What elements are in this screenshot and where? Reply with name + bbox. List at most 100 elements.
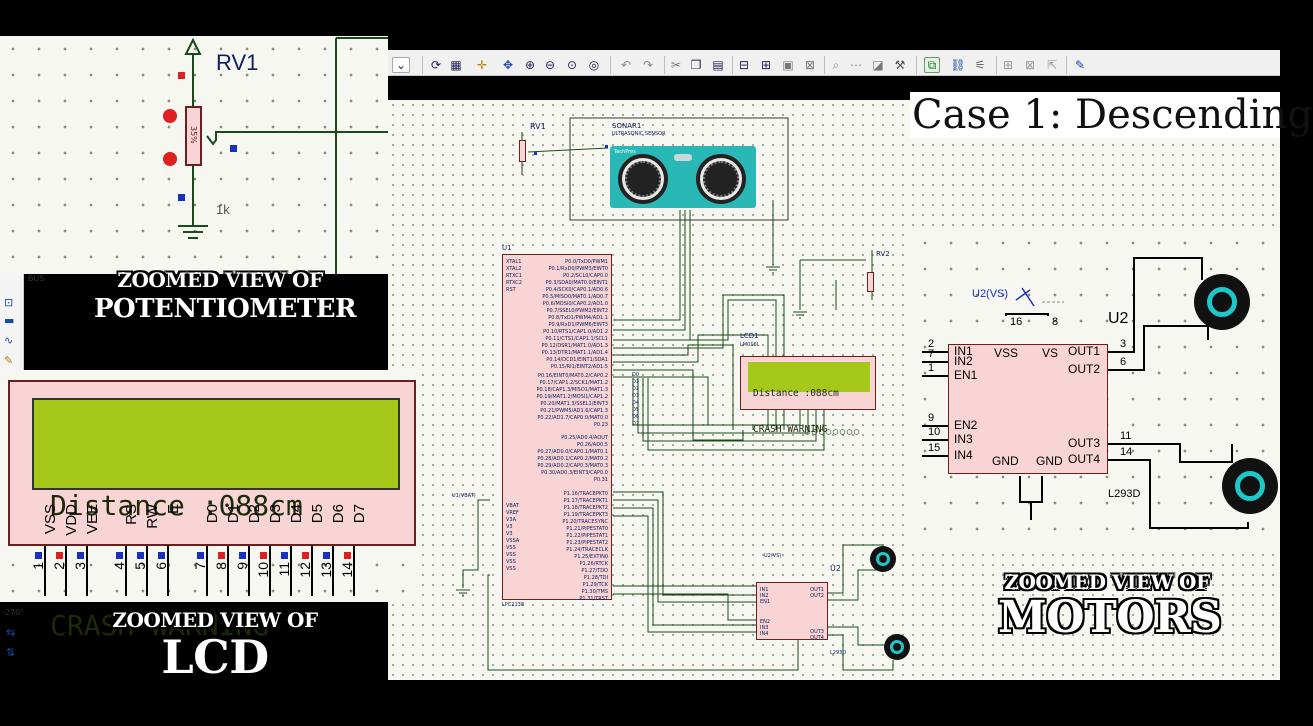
redo-icon[interactable]: ↷ xyxy=(642,58,654,72)
pin-label: P0.7/SSEL0/PWM2/EINT2 xyxy=(546,308,608,314)
zoom-in-icon[interactable]: ⊕ xyxy=(524,58,536,72)
zoom-all-icon[interactable]: ⊙ xyxy=(566,58,578,72)
pin-label: P1.31/TRST xyxy=(579,596,608,602)
u2-right-pin-name: OUT1 xyxy=(1068,344,1101,358)
origin-icon[interactable]: ✛ xyxy=(476,58,488,72)
pin-label: P1.27/TDO xyxy=(581,568,608,574)
lcd-pin-name: D1 xyxy=(225,504,242,524)
lcd-pin-name: E xyxy=(165,504,182,515)
rv1-component[interactable]: RV1 xyxy=(516,118,556,188)
pin-label: P0.19/MAT1.2/MOSI1/CAP1.2 xyxy=(536,394,608,400)
motor1-small-icon[interactable] xyxy=(870,546,896,572)
pin-label: RTXC1 xyxy=(506,273,522,279)
pot-body-text: 35% xyxy=(189,126,198,144)
pencil-icon[interactable]: ✎ xyxy=(4,354,14,367)
block-rotate-icon[interactable]: ▣ xyxy=(782,58,794,72)
make-device-icon[interactable]: ⋯ xyxy=(850,58,862,72)
zoom-area-icon[interactable]: ◎ xyxy=(588,58,600,72)
paste-icon[interactable]: ▤ xyxy=(712,58,724,72)
grid-icon[interactable]: ▦ xyxy=(450,58,462,72)
motors-caption-line2: MOTORS xyxy=(998,592,1222,643)
u2-right-pin-name: OUT3 xyxy=(1068,436,1101,450)
pin-label: P0.20/MAT1.3/SSEL1/EINT3 xyxy=(540,401,608,407)
pin-label: V3A xyxy=(506,517,517,523)
refresh-icon[interactable]: ⟳ xyxy=(430,58,442,72)
lcd-pin-terminal xyxy=(344,552,351,559)
block-move-icon[interactable]: ⊞ xyxy=(760,58,772,72)
graph-icon[interactable]: ∿ xyxy=(4,334,14,347)
lcd-pin-number: 9 xyxy=(234,562,250,570)
rv1-body xyxy=(519,140,526,162)
new-sheet-icon[interactable]: ⊞ xyxy=(1002,58,1014,72)
cut-icon[interactable]: ✂ xyxy=(670,58,682,72)
pin-label: P0.5/MISO0/MAT0.1/AD0.7 xyxy=(542,294,608,300)
lcd-pin-lead xyxy=(44,546,46,596)
sonar-component[interactable]: SONAR1 ULTRASONIC SENSOR TechPres xyxy=(610,120,760,218)
motor2-icon[interactable] xyxy=(1222,458,1278,514)
pin-label: P0.26/AD0.5 xyxy=(576,442,608,448)
lcd-pin-name: RW xyxy=(144,504,161,529)
pin-label: XTAL1 xyxy=(506,259,522,265)
zoom-out-icon[interactable]: ⊖ xyxy=(544,58,556,72)
lcd-pin-name: VSS xyxy=(42,504,59,535)
pin-label: VSSA xyxy=(506,538,520,544)
motor2-small-icon[interactable] xyxy=(884,634,910,660)
lcd-pin-terminal xyxy=(239,552,246,559)
search-tag-icon[interactable]: ⛓ xyxy=(950,58,966,72)
u2-inner-label: GND xyxy=(992,454,1019,468)
left-sidebar: ⊡ ▬ ∿ ✎ xyxy=(0,274,24,374)
copy-icon[interactable]: ❐ xyxy=(690,58,702,72)
rv2-body[interactable] xyxy=(867,272,874,292)
rv2-label: RV2 xyxy=(876,250,890,258)
u2-left-pin-number: 1 xyxy=(928,362,935,374)
pot-zoom-wires xyxy=(163,37,388,274)
lcd-pin-number: 7 xyxy=(192,562,208,570)
pan-icon[interactable]: ✥ xyxy=(502,58,514,72)
pot-body[interactable]: 35% xyxy=(185,106,202,166)
pin-label: P0.29/AD0.2/CAP0.3/MAT0.3 xyxy=(537,463,608,469)
remove-sheet-icon[interactable]: ⊠ xyxy=(1024,58,1036,72)
data-bus-label: D5 xyxy=(632,407,640,413)
u2-driver[interactable] xyxy=(948,344,1108,474)
undo-icon[interactable]: ↶ xyxy=(620,58,632,72)
u2-right-pin-number: 3 xyxy=(1120,338,1127,350)
sonar-brand: TechPres xyxy=(614,149,636,155)
dropdown-chevron-icon[interactable]: ⌄ xyxy=(392,57,410,73)
motor1-icon[interactable] xyxy=(1194,274,1250,330)
block-copy-icon[interactable]: ⊟ xyxy=(738,58,750,72)
lcd-pin-terminal xyxy=(323,552,330,559)
lcd-pin-number: 6 xyxy=(153,562,169,570)
packaging-icon[interactable]: ◪ xyxy=(872,58,884,72)
pin-label: P0.12/DSR1/MAT1.0/AD1.3 xyxy=(541,343,608,349)
property-tool-icon[interactable]: ⚟ xyxy=(974,58,986,72)
lcd1-component[interactable]: Distance :088cm CRASH WARNING xyxy=(740,356,876,435)
toolbar: ⌄ ⟳ ▦ ✛ ✥ ⊕ ⊖ ⊙ ◎ ↶ ↷ ✂ ❐ ▤ ⊟ ⊞ ▣ ⊠ ⌕ ⋯ … xyxy=(388,50,1280,76)
bill-of-materials-icon[interactable]: ✎ xyxy=(1074,58,1086,72)
wire-autorouter-icon[interactable]: ⧉ xyxy=(924,57,940,73)
pin-label: P0.9/RxD1/PWM6/EINT3 xyxy=(548,322,608,328)
exit-to-parent-icon[interactable]: ⇱ xyxy=(1046,58,1058,72)
block-delete-icon[interactable]: ⊠ xyxy=(804,58,816,72)
pot-value: 1k xyxy=(216,202,230,217)
decompose-icon[interactable]: ⚒ xyxy=(894,58,906,72)
pin-label: P0.21/PWM5/AD1.6/CAP1.3 xyxy=(540,408,608,414)
pin-label: P1.19/TRACEPKT3 xyxy=(563,512,608,518)
lcd-pin-number: 10 xyxy=(255,562,271,578)
pin-label: P1.20/TRACESYNC xyxy=(562,519,608,525)
up-arrow-icon[interactable]: ⇅ xyxy=(6,646,16,659)
left-arrow-icon[interactable]: ⇆ xyxy=(6,626,16,639)
pin-label: RST xyxy=(506,287,516,293)
pin-label: P1.29/TCK xyxy=(582,582,608,588)
lcd-pin-number: 14 xyxy=(339,562,355,578)
sonar-board: TechPres xyxy=(610,146,756,208)
probe-icon[interactable]: ▬ xyxy=(4,314,15,327)
pick-device-icon[interactable]: ⌕ xyxy=(832,57,840,72)
terminal-icon[interactable]: ⊡ xyxy=(4,296,14,309)
